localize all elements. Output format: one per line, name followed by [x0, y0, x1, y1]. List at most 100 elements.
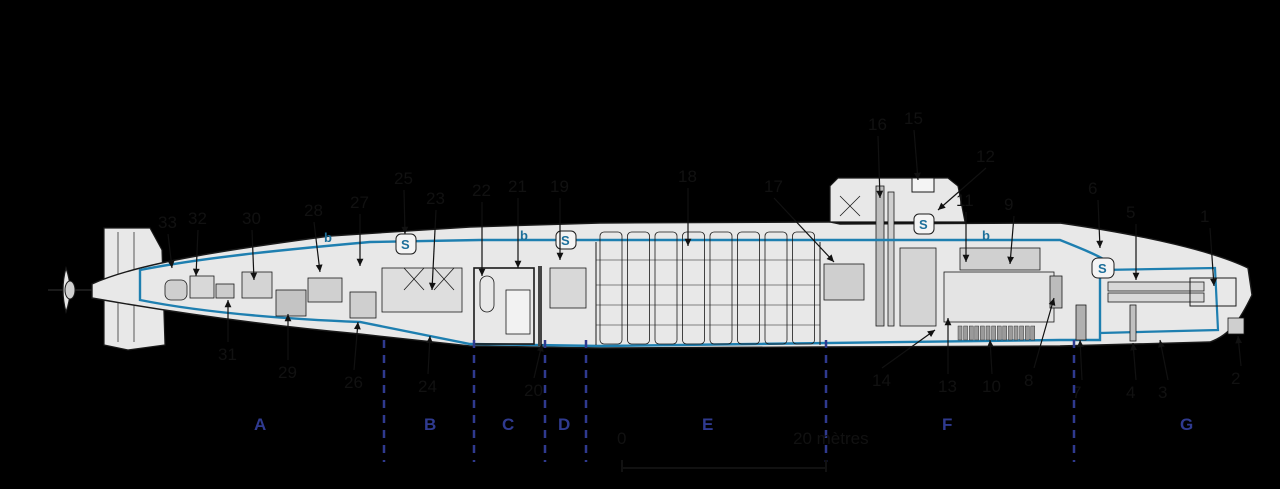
callout-label-24: 24 — [418, 377, 437, 396]
callout-label-13: 13 — [938, 377, 957, 396]
callout-arrowhead-21 — [514, 260, 522, 268]
callout-label-20: 20 — [524, 381, 543, 400]
torpedo-room — [1107, 277, 1245, 342]
callout-arrowhead-29 — [284, 314, 292, 322]
battery-cell — [997, 325, 1002, 341]
battery-cell — [1002, 325, 1007, 341]
callout-arrow-6 — [1097, 199, 1101, 249]
missile-tube — [682, 231, 705, 345]
s-marker-text: S — [401, 237, 410, 252]
callout-arrowhead-15 — [914, 172, 921, 180]
callout-arrow-9 — [1009, 215, 1015, 265]
callout-label-1: 1 — [1200, 207, 1209, 226]
callout-arrowhead-9 — [1007, 256, 1015, 264]
callout-label-31: 31 — [218, 345, 237, 364]
callout-arrowhead-30 — [250, 272, 258, 280]
machinery-aft — [164, 271, 377, 319]
callout-label-8: 8 — [1024, 371, 1033, 390]
scale-end-label: 20 mètres — [793, 429, 869, 448]
callout-arrows — [167, 129, 1243, 381]
callout-label-27: 27 — [350, 193, 369, 212]
callout-arrowhead-33 — [167, 260, 175, 268]
callout-arrowhead-10 — [987, 340, 994, 348]
callout-arrowhead-7 — [1076, 340, 1084, 348]
section-label-B: B — [424, 415, 436, 434]
section-label-G: G — [1180, 415, 1193, 434]
missile-tube — [654, 231, 678, 345]
callout-arrowhead-16 — [876, 190, 884, 198]
markers: S S S S b b b — [324, 213, 1115, 279]
callout-arrow-12 — [937, 167, 987, 211]
callout-arrow-25 — [403, 189, 406, 235]
s-marker-text: S — [561, 233, 570, 248]
callout-arrowhead-23 — [428, 282, 436, 290]
missile-tube — [792, 231, 815, 345]
callout-arrowhead-32 — [192, 268, 200, 276]
b-marker-text: b — [982, 228, 990, 243]
missile-tube — [599, 231, 623, 345]
callout-label-19: 19 — [550, 177, 569, 196]
battery-cell — [957, 325, 963, 341]
callout-label-29: 29 — [278, 363, 297, 382]
callout-arrowhead-26 — [353, 322, 361, 330]
battery-cell — [969, 325, 974, 341]
callout-label-11: 11 — [956, 191, 974, 210]
callout-arrowhead-17 — [826, 254, 834, 262]
callout-label-2: 2 — [1231, 369, 1240, 388]
section-label-A: A — [254, 415, 266, 434]
callout-label-6: 6 — [1088, 179, 1097, 198]
callout-arrow-1 — [1209, 227, 1215, 287]
scale-bar: 0 20 mètres — [617, 429, 869, 472]
callout-arrowhead-22 — [478, 268, 486, 276]
scale-start-label: 0 — [617, 429, 626, 448]
callout-labels: 1234567891011121314151617181920212223242… — [158, 109, 1240, 402]
missile-tube — [764, 231, 788, 345]
callout-arrowhead-4 — [1130, 343, 1137, 351]
callout-label-4: 4 — [1126, 383, 1135, 402]
callout-label-33: 33 — [158, 213, 177, 232]
callout-arrow-8 — [1033, 297, 1055, 369]
battery-cell — [991, 325, 996, 341]
battery-cell — [980, 325, 985, 341]
callout-arrow-23 — [431, 209, 437, 291]
section-label-F: F — [942, 415, 952, 434]
callout-arrow-16 — [877, 135, 881, 199]
callout-arrowhead-20 — [537, 344, 544, 352]
callout-arrowhead-11 — [962, 254, 970, 262]
callout-arrowhead-25 — [401, 226, 409, 234]
battery-cell — [974, 325, 979, 341]
callout-arrowhead-1 — [1210, 278, 1217, 286]
battery-cell — [985, 325, 991, 341]
section-label-D: D — [558, 415, 570, 434]
callout-label-26: 26 — [344, 373, 363, 392]
callout-arrowhead-24 — [426, 336, 434, 344]
callout-arrowhead-6 — [1096, 240, 1104, 248]
callout-label-12: 12 — [976, 147, 995, 166]
callout-arrow-15 — [913, 129, 919, 181]
callout-label-22: 22 — [472, 181, 491, 200]
callout-label-16: 16 — [868, 115, 887, 134]
section-dividers — [382, 340, 1076, 462]
machinery-mid — [381, 266, 587, 346]
battery-cell — [963, 325, 968, 341]
callout-label-32: 32 — [188, 209, 207, 228]
callout-arrowhead-2 — [1235, 336, 1243, 344]
callout-label-14: 14 — [872, 371, 891, 390]
callout-arrowhead-27 — [356, 258, 364, 266]
callout-arrowhead-14 — [927, 330, 935, 337]
battery-cell — [1030, 325, 1036, 341]
s-marker-text: S — [1098, 261, 1107, 276]
callout-arrow-28 — [313, 221, 321, 273]
battery-cell — [1024, 325, 1030, 341]
callout-arrow-14 — [881, 329, 936, 369]
callout-arrow-26 — [353, 321, 359, 371]
callout-label-5: 5 — [1126, 203, 1135, 222]
callout-arrow-32 — [195, 229, 199, 277]
callout-label-23: 23 — [426, 189, 445, 208]
propeller — [48, 266, 110, 314]
callout-arrowhead-28 — [315, 264, 323, 272]
callout-arrowhead-19 — [556, 252, 564, 260]
callout-arrowhead-18 — [684, 238, 692, 246]
callout-label-25: 25 — [394, 169, 413, 188]
